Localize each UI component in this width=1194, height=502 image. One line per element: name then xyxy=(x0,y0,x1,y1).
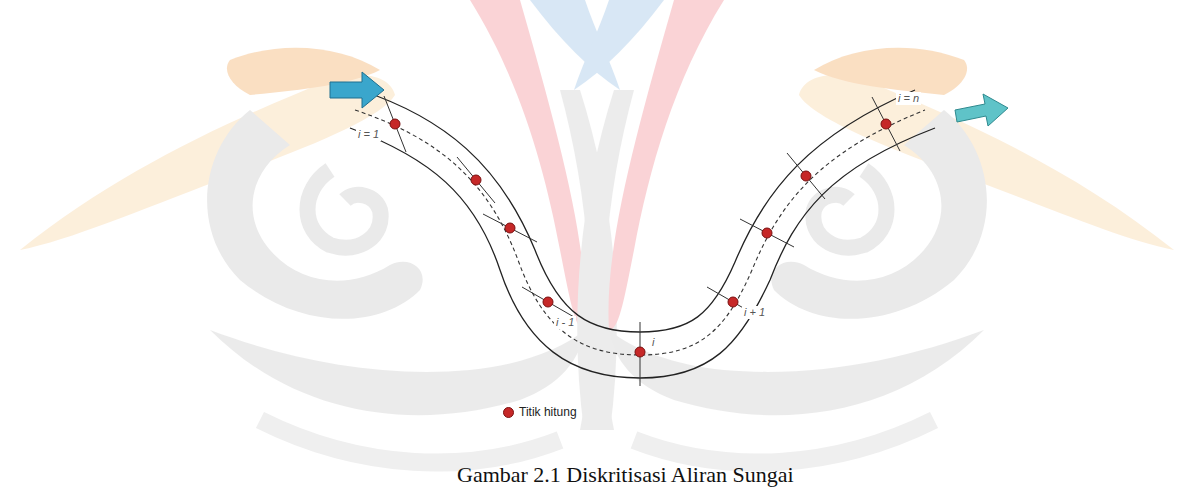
outflow-arrow xyxy=(955,94,1008,126)
river-centerline xyxy=(355,110,925,355)
point-index-label: i + 1 xyxy=(742,306,767,319)
legend-entry: Titik hitung xyxy=(503,405,577,419)
point-index-label: i xyxy=(650,336,656,349)
river-bank xyxy=(350,128,935,378)
point-index-label: i = n xyxy=(896,92,921,105)
legend-swatch xyxy=(503,407,514,418)
computation-points xyxy=(390,119,891,357)
inflow-arrow xyxy=(330,72,384,108)
point-index-label: i - 1 xyxy=(554,316,576,329)
point-index-label: i = 1 xyxy=(356,128,381,141)
legend-text: Titik hitung xyxy=(519,405,577,419)
watermark-logo xyxy=(20,0,1174,463)
cross-section-lines xyxy=(384,96,900,386)
figure-caption: Gambar 2.1 Diskritisasi Aliran Sungai xyxy=(457,462,794,488)
river-bank xyxy=(360,90,915,332)
river-channel xyxy=(350,90,935,378)
